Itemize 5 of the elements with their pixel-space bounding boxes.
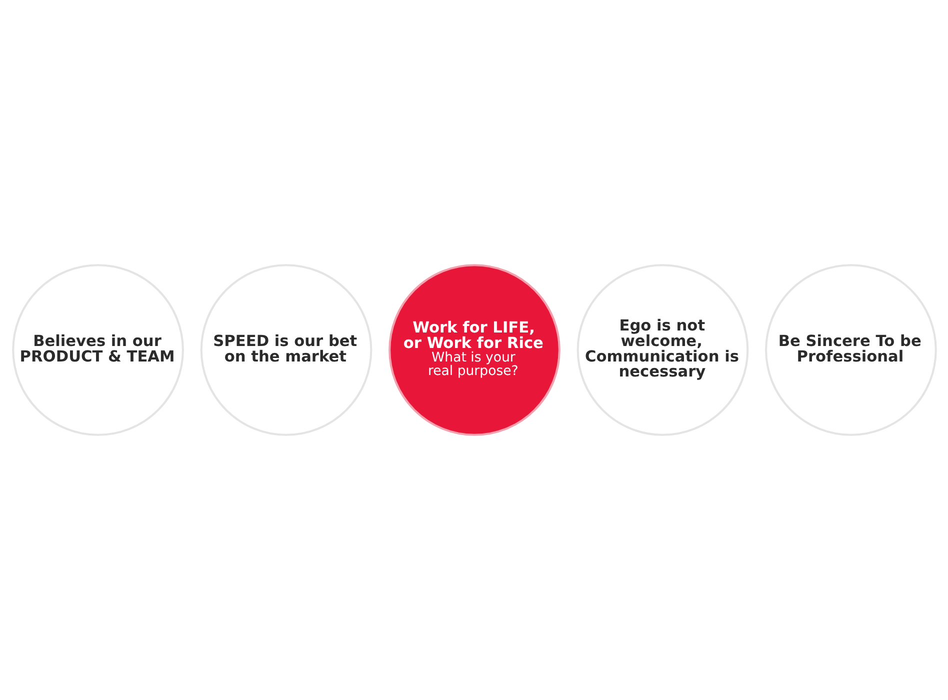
- node-circle: Believes in our PRODUCT & TEAM: [12, 264, 184, 436]
- node-circle: Ego is not welcome, Communication is necessary: [576, 264, 748, 436]
- node-circle: Work for LIFE, or Work for Rice What is your real purpose?: [388, 264, 560, 436]
- node-circle: SPEED is our bet on the market: [200, 264, 372, 436]
- node-circle: Be Sincere To be Professional: [764, 264, 936, 436]
